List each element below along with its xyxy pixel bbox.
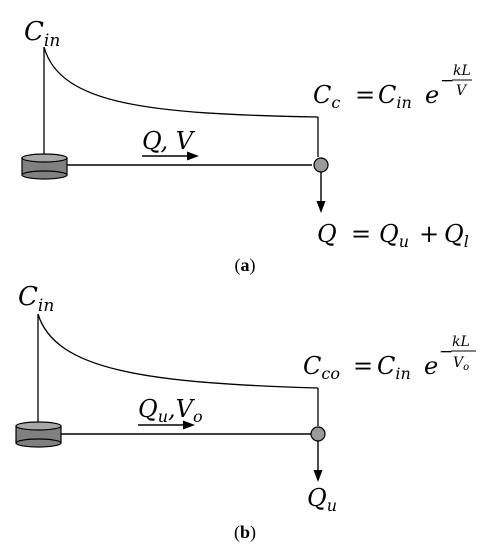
cin-label-b: Cin <box>18 282 54 316</box>
decay-curve-b <box>37 313 319 389</box>
concentration-equation-b: Cco = Cin e − kL Vo <box>303 334 476 383</box>
panel-b: Cin Qu,Vo Cco = <box>15 282 476 543</box>
cin-label-a: Cin <box>24 17 60 51</box>
outflow-label-b: Qu <box>307 484 337 515</box>
svg-text:kL: kL <box>453 63 471 79</box>
svg-text:=: = <box>355 81 375 109</box>
junction-node-icon <box>310 426 326 442</box>
svg-text:Vo: Vo <box>453 355 469 373</box>
svg-text:=: = <box>351 220 371 248</box>
tank-icon <box>21 153 68 180</box>
panel-a: Cin Q, V Cc = <box>21 17 472 276</box>
svg-text:Qu: Qu <box>379 220 409 251</box>
decay-curve-a <box>43 46 319 118</box>
outflow-arrow-icon <box>313 441 323 482</box>
concentration-equation-a: Cc = Cin e − kL V <box>313 63 472 112</box>
flow-label-a: Q, V <box>142 127 196 155</box>
outflow-equation-a: Q = Qu + Ql <box>317 220 469 251</box>
svg-text:kL: kL <box>452 334 470 350</box>
flow-arrow-icon <box>142 151 199 161</box>
caption-a: (a) <box>235 255 256 276</box>
svg-text:Cco: Cco <box>303 352 340 383</box>
svg-text:=: = <box>353 352 373 380</box>
svg-text:−: − <box>440 71 454 91</box>
svg-text:Cin: Cin <box>377 352 411 383</box>
svg-text:Ql: Ql <box>444 220 469 251</box>
svg-text:Cin: Cin <box>378 81 412 112</box>
flow-arrow-icon <box>138 420 195 430</box>
svg-text:Cc: Cc <box>313 81 340 112</box>
outflow-arrow-icon <box>316 172 326 213</box>
svg-text:V: V <box>456 83 468 99</box>
svg-text:+: + <box>419 220 439 248</box>
tank-icon <box>15 421 62 448</box>
svg-text:−: − <box>439 342 453 362</box>
svg-text:Q: Q <box>317 220 337 248</box>
caption-b: (b) <box>234 522 256 543</box>
svg-text:e: e <box>424 352 438 380</box>
flow-label-b: Qu,Vo <box>138 395 203 426</box>
svg-text:e: e <box>425 81 439 109</box>
junction-node-icon <box>313 157 329 173</box>
